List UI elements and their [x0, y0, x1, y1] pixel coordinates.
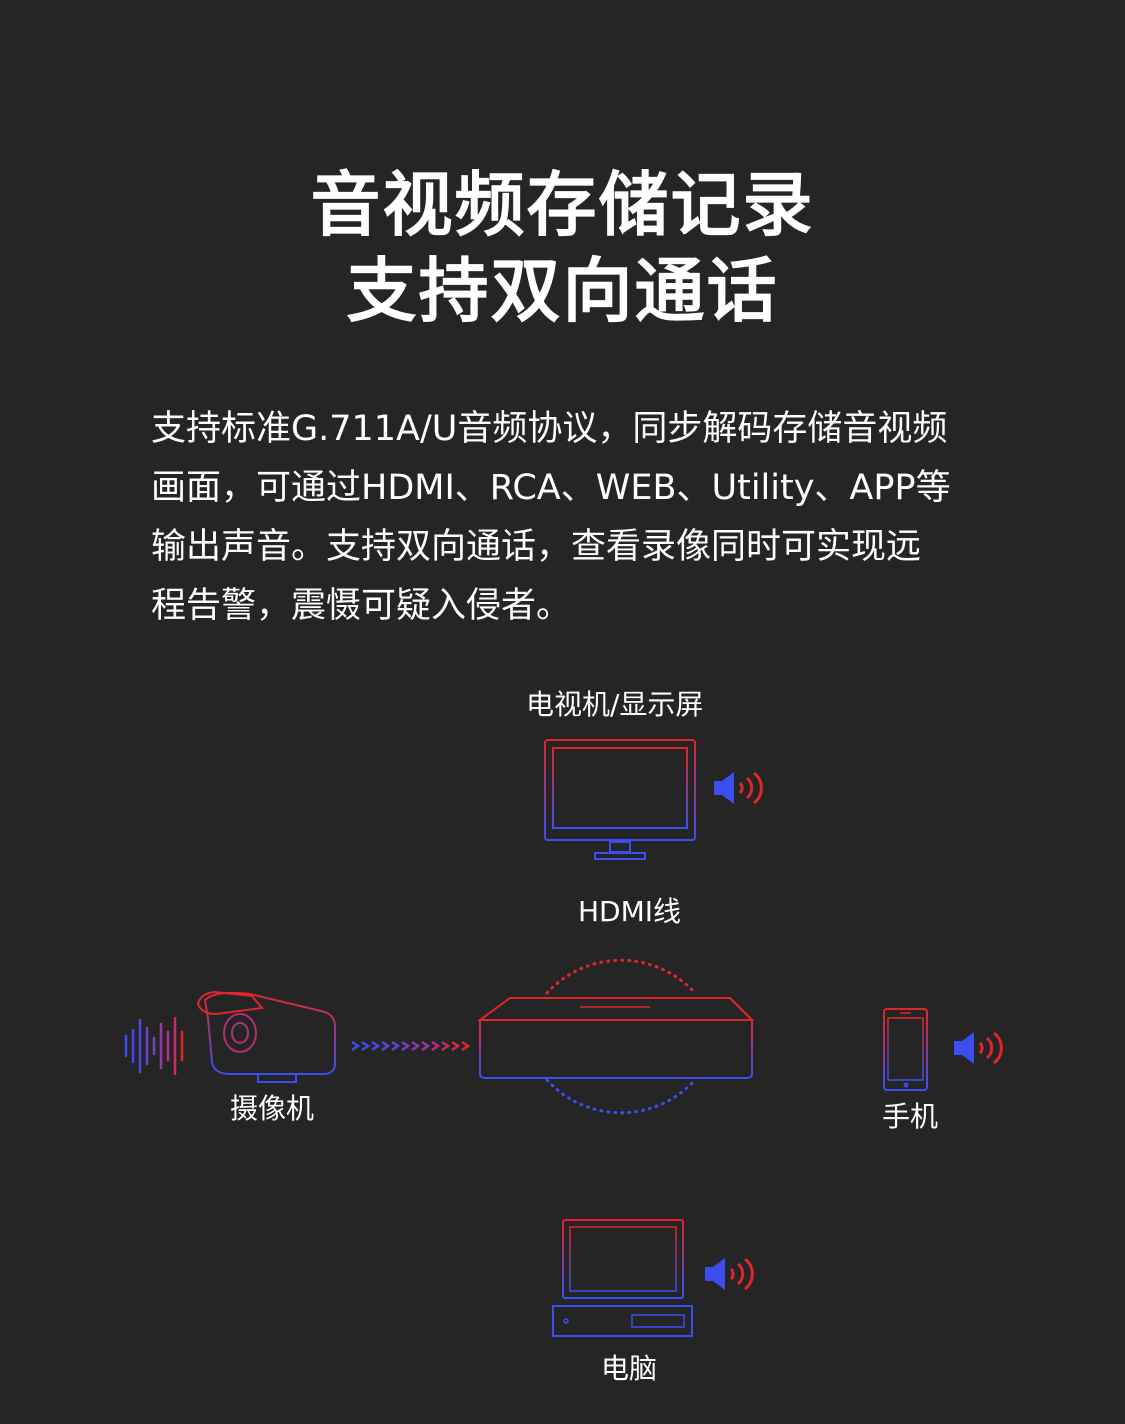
computer-label: 电脑 [601, 1352, 658, 1385]
tv-label: 电视机/显示屏 [526, 688, 704, 721]
computer-icon [552, 1219, 693, 1337]
camera-to-nvr-arrows [351, 1040, 471, 1052]
headline-line-1: 音视频存储记录 [310, 164, 815, 246]
signal-circle [545, 958, 697, 1115]
sound-wave-icon [124, 1016, 184, 1076]
hdmi-cable-label: HDMI线 [576, 895, 684, 929]
phone-label: 手机 [882, 1100, 939, 1133]
speaker-icon [705, 1257, 754, 1291]
camera-icon [196, 990, 336, 1083]
description-line-1: 支持标准G.711A/U音频协议，同步解码存储音视频 [151, 409, 948, 449]
camera-label: 摄像机 [230, 1092, 315, 1125]
description: 支持标准G.711A/U音频协议，同步解码存储音视频 画面，可通过HDMI、RC… [151, 400, 991, 636]
description-line-4: 程告警，震慑可疑入侵者。 [151, 586, 572, 626]
nvr-icon [476, 997, 755, 1079]
headline-line-2: 支持双向通话 [346, 250, 779, 332]
description-line-3: 输出声音。支持双向通话，查看录像同时可实现远 [151, 527, 922, 567]
headline: 音视频存储记录 支持双向通话 [0, 162, 1125, 334]
phone-icon [883, 1008, 928, 1091]
tv-icon [544, 739, 696, 860]
speaker-icon [714, 771, 763, 805]
speaker-icon [954, 1031, 1003, 1065]
description-line-2: 画面，可通过HDMI、RCA、WEB、Utility、APP等 [151, 468, 951, 508]
